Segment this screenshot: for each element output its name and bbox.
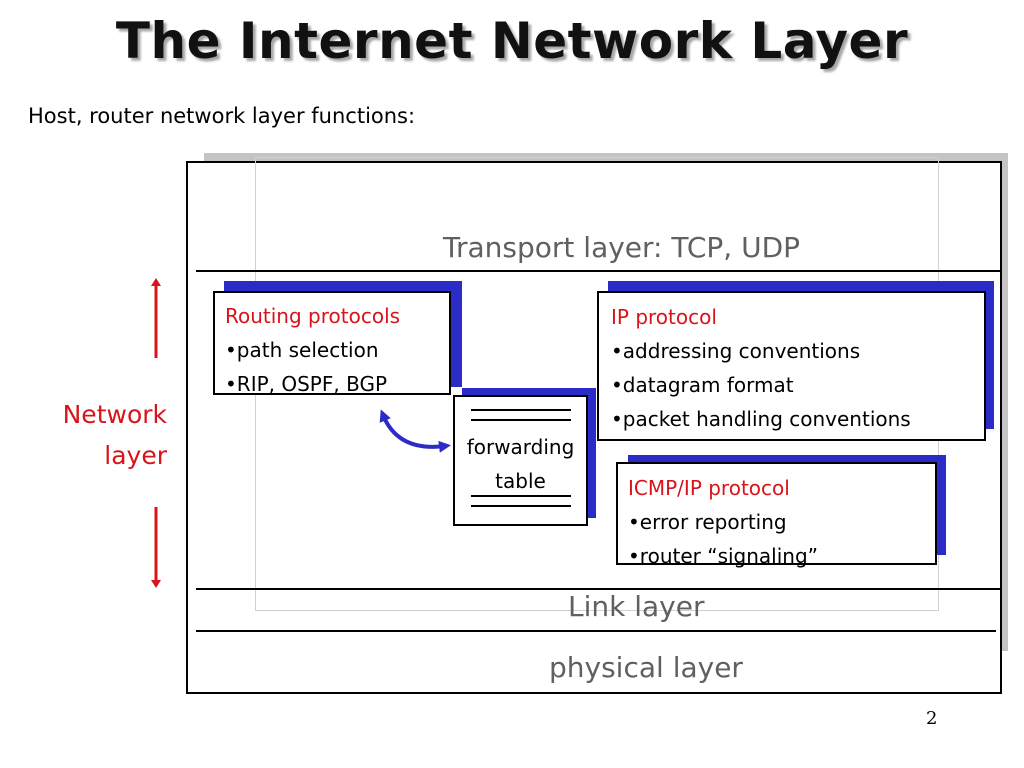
ip-item: •packet handling conventions xyxy=(611,407,911,431)
network-layer-label-line: Network xyxy=(62,400,167,429)
forwarding-table-label: table xyxy=(495,469,546,493)
routing-heading: Routing protocols xyxy=(225,304,401,328)
page-number: 2 xyxy=(926,708,938,729)
transport-layer-label: Transport layer: TCP, UDP xyxy=(443,231,801,264)
icmp-protocol-box: ICMP/IP protocol •error reporting •route… xyxy=(616,462,937,568)
ip-item: •addressing conventions xyxy=(611,339,861,363)
forwarding-table-bottom-lines xyxy=(471,495,571,515)
forwarding-table-top-lines xyxy=(471,409,571,429)
slide-subtitle: Host, router network layer functions: xyxy=(28,104,416,128)
forwarding-table-box: forwarding table xyxy=(453,395,588,526)
physical-layer-label: physical layer xyxy=(549,651,743,684)
icmp-item: •router “signaling” xyxy=(628,544,819,568)
icmp-item: •error reporting xyxy=(628,510,787,534)
slide-title: The Internet Network Layer xyxy=(115,12,909,70)
ip-item: •datagram format xyxy=(611,373,794,397)
icmp-heading: ICMP/IP protocol xyxy=(628,476,790,500)
forwarding-table-label: forwarding xyxy=(466,435,575,459)
transport-divider xyxy=(196,270,1000,272)
link-top-divider xyxy=(196,588,1000,590)
network-layer-label: Network layer xyxy=(63,394,167,476)
routing-item: •path selection xyxy=(225,338,379,362)
link-layer-label: Link layer xyxy=(568,590,705,623)
ip-heading: IP protocol xyxy=(611,305,717,329)
network-layer-label-line: layer xyxy=(104,441,167,470)
ip-protocol-box: IP protocol •addressing conventions •dat… xyxy=(597,291,986,441)
routing-item: •RIP, OSPF, BGP xyxy=(225,372,388,396)
routing-protocols-box: Routing protocols •path selection •RIP, … xyxy=(213,291,451,396)
bidirectional-curved-arrow-icon xyxy=(379,409,451,453)
link-bottom-divider xyxy=(196,630,996,632)
